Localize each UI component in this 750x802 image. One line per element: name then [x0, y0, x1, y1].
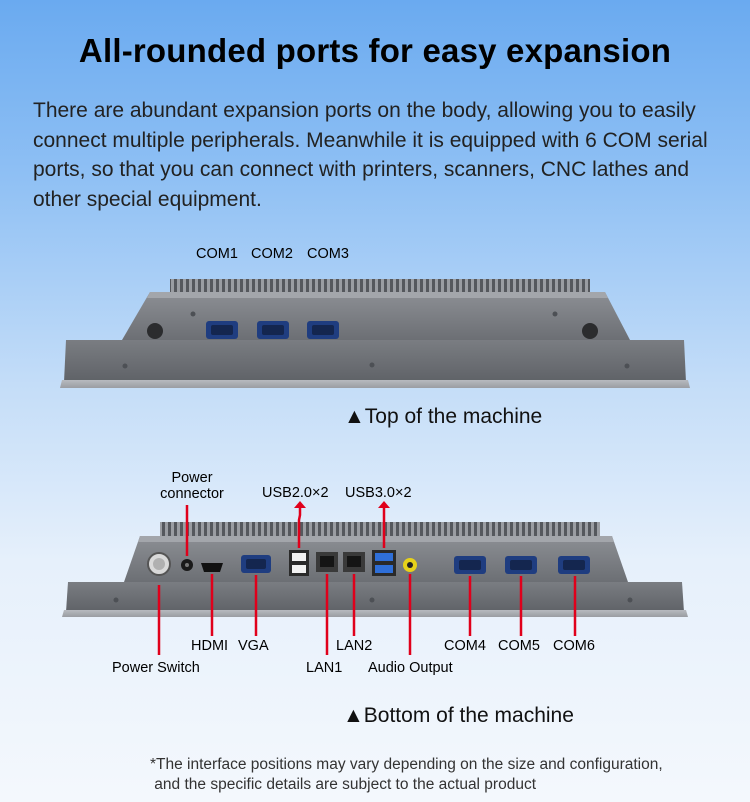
disclaimer-note: *The interface positions may vary depend…: [150, 756, 663, 793]
usb2-label: USB2.0×2: [262, 485, 329, 501]
lan2-label: LAN2: [336, 638, 373, 654]
power-switch-label: Power Switch: [112, 660, 200, 676]
power-switch-port: [147, 552, 171, 576]
com4-port: [454, 556, 486, 574]
com5-port: [505, 556, 537, 574]
page-title: All-rounded ports for easy expansion: [78, 32, 672, 69]
pointer-lines: [157, 505, 577, 655]
com5-label: COM5: [498, 638, 540, 654]
com1-port: [206, 321, 238, 339]
lan1-label: LAN1: [306, 660, 343, 676]
com6-label: COM6: [553, 638, 595, 654]
com1-label: COM1: [196, 246, 238, 262]
usb3-label: USB3.0×2: [345, 485, 412, 501]
com6-port: [558, 556, 590, 574]
usb2-pointer: [297, 505, 302, 548]
usb3-ports: [372, 550, 396, 576]
bottom-device-image: [62, 522, 688, 617]
lan1-port: [316, 552, 338, 572]
bottom-caption: ▲Bottom of the machine: [343, 704, 574, 727]
power-connector-port: [181, 559, 193, 571]
com2-label: COM2: [251, 246, 293, 262]
vga-label: VGA: [238, 638, 269, 654]
lan2-port: [343, 552, 365, 572]
hdmi-port: [201, 563, 223, 572]
com3-label: COM3: [307, 246, 349, 262]
com2-port: [257, 321, 289, 339]
com4-label: COM4: [444, 638, 486, 654]
com3-port: [307, 321, 339, 339]
audio-output-port: [403, 558, 417, 572]
pointer-arrowheads: [294, 501, 390, 508]
power-connector-label: Power connector: [160, 470, 224, 502]
intro-paragraph: There are abundant expansion ports on th…: [33, 99, 708, 211]
usb2-ports: [289, 550, 309, 576]
vga-port: [241, 555, 271, 573]
audio-output-label: Audio Output: [368, 660, 453, 676]
top-device-image: [60, 279, 690, 388]
hdmi-label: HDMI: [191, 638, 229, 654]
top-caption: ▲Top of the machine: [344, 405, 543, 428]
